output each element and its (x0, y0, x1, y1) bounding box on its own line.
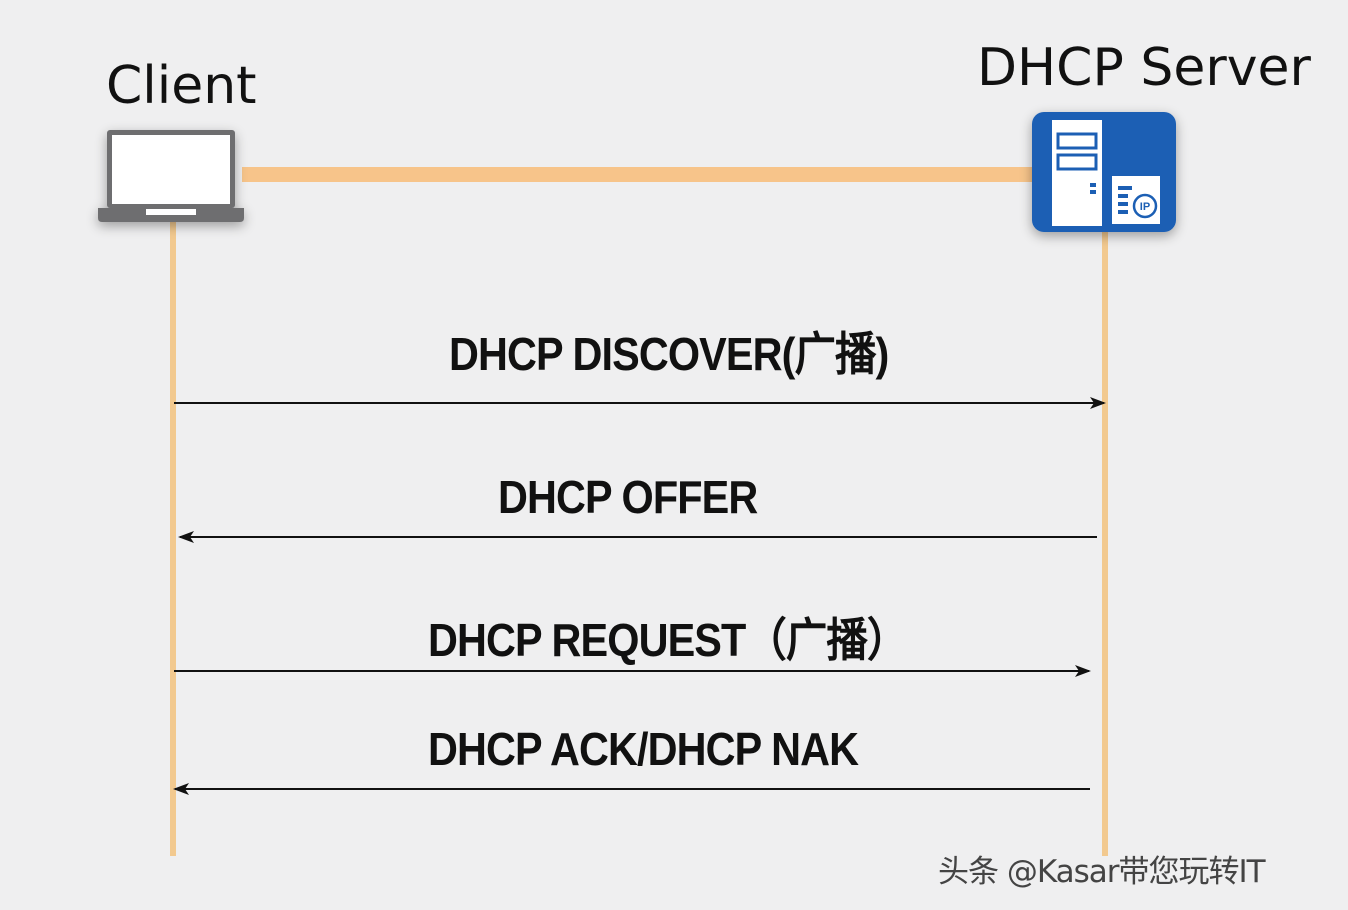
server-label: DHCP Server (977, 38, 1311, 98)
watermark: 头条 @Kasar带您玩转IT (938, 854, 1266, 890)
client-label: Client (106, 56, 257, 116)
client-lifeline (170, 222, 176, 856)
message-request-label: DHCP REQUEST（广播） (428, 614, 908, 666)
message-offer-label: DHCP OFFER (498, 471, 758, 523)
network-link (242, 167, 1034, 182)
svg-text:IP: IP (1140, 201, 1150, 213)
server-lifeline (1102, 228, 1108, 856)
dhcp-server-icon: IP (1032, 112, 1176, 232)
message-ack-label: DHCP ACK/DHCP NAK (428, 723, 859, 775)
laptop-icon (98, 130, 244, 222)
message-discover-label: DHCP DISCOVER(广播) (449, 328, 889, 380)
